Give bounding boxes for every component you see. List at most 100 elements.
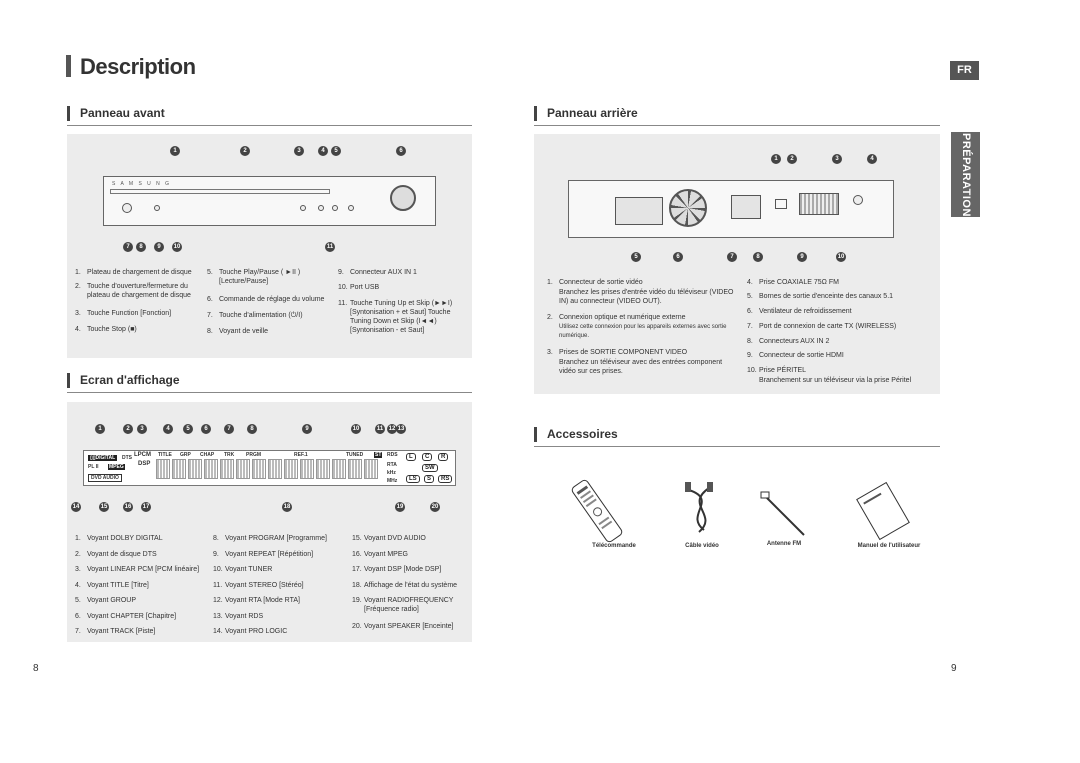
item-num: 1.	[75, 535, 81, 542]
indicator-title: TITLE	[158, 452, 172, 458]
indicator-dolby: ▯▯DIGITAL	[88, 455, 118, 461]
item-text: Voyant DVD AUDIO	[364, 535, 426, 542]
display-legend: 1. Voyant DOLBY DIGITAL 2. Voyant de disqu…	[67, 524, 472, 642]
item-text: Touche d'alimentation (⏻/I)	[219, 312, 303, 319]
callout-20: 20	[430, 502, 440, 512]
display-legend-col1: 1. Voyant DOLBY DIGITAL 2. Voyant de disqu…	[75, 534, 205, 639]
callout-1: 1	[95, 424, 105, 434]
callout-2: 2	[240, 146, 250, 156]
accessory-label-fm-antenna: Antenne FM	[766, 541, 802, 547]
section-accent-bar	[67, 106, 70, 121]
stop-button-drawing	[318, 205, 324, 211]
indicator-lpcm: LPCM	[134, 452, 151, 458]
rear-legend-col2: 4.Prise COAXIALE 75Ω FM 5.Bornes de sort…	[747, 278, 937, 388]
item-num: 2.	[75, 551, 81, 558]
callout-13: 13	[396, 424, 406, 434]
item-text: Touche Function [Fonction]	[87, 310, 172, 317]
language-badge: FR	[950, 61, 979, 80]
section-accent-bar	[67, 373, 70, 388]
item-num: 8.	[207, 328, 213, 335]
item-text: Commande de réglage du volume	[219, 296, 325, 303]
section-header-display: Ecran d'affichage	[67, 371, 472, 393]
callout-3: 3	[137, 424, 147, 434]
item-num: 7.	[207, 312, 213, 319]
item-num: 18.	[352, 582, 362, 589]
callout-6: 6	[201, 424, 211, 434]
volume-dial	[390, 185, 416, 211]
indicator-rds: RDS	[387, 452, 398, 458]
chapter-tab: PRÉPARATION	[951, 132, 980, 217]
callout-5: 5	[183, 424, 193, 434]
rear-legend-col1: 1.Connecteur de sortie vidéo Branchez le…	[547, 278, 737, 388]
display-legend-col3: 15.Voyant DVD AUDIO 16.Voyant MPEG 17.Vo…	[352, 534, 470, 639]
callout-11: 11	[375, 424, 385, 434]
section-title-front: Panneau avant	[80, 106, 165, 120]
item-num: 3.	[547, 349, 553, 356]
callout-12: 12	[387, 424, 397, 434]
item-text: Port USB	[350, 284, 380, 291]
item-num: 8.	[213, 535, 219, 542]
item-text: Connecteurs AUX IN 2	[759, 338, 830, 345]
item-text: Voyant de disque DTS	[87, 551, 157, 558]
section-title-display: Ecran d'affichage	[80, 373, 180, 387]
disc-tray	[110, 189, 330, 194]
item-num: 5.	[75, 597, 81, 604]
segment-digit	[316, 459, 330, 479]
callout-7: 7	[727, 252, 737, 262]
item-text: Voyant de veille	[219, 328, 269, 335]
callout-3: 3	[294, 146, 304, 156]
item-num: 3.	[75, 566, 81, 573]
item-num: 1.	[547, 279, 553, 286]
speaker-l: L	[406, 453, 416, 461]
item-num: 9.	[747, 352, 753, 359]
speaker-c: C	[422, 453, 433, 461]
indicator-rta: RTA	[387, 462, 397, 468]
segment-digit	[156, 459, 170, 479]
item-text: Voyant TITLE [Titre]	[87, 582, 149, 589]
item-text: Voyant PROGRAM [Programme]	[225, 535, 327, 542]
item-num: 2.	[547, 314, 553, 321]
callout-6: 6	[673, 252, 683, 262]
callout-17: 17	[141, 502, 151, 512]
callout-10: 10	[172, 242, 182, 252]
indicator-trk: TRK	[224, 452, 235, 458]
accessories-area: Télécommande Câble vidéo Antenne FM Manu…	[534, 460, 940, 560]
vfd-display-drawing: ▯▯DIGITAL DTS LPCM DSP PL II MPEG DVD AU…	[83, 450, 456, 486]
aux-jack-drawing	[154, 205, 160, 211]
tuning-button-drawing	[348, 205, 354, 211]
accessory-label-manual: Manuel de l'utilisateur	[857, 543, 921, 549]
rear-panel-legend: 1.Connecteur de sortie vidéo Branchez le…	[534, 270, 940, 394]
callout-19: 19	[395, 502, 405, 512]
item-text: Voyant PRO LOGIC	[225, 628, 288, 635]
item-num: 14.	[213, 628, 223, 635]
item-text: Voyant DOLBY DIGITAL	[87, 535, 163, 542]
speaker-rs: RS	[438, 475, 453, 483]
callout-18: 18	[282, 502, 292, 512]
item-num: 10.	[213, 566, 223, 573]
section-title-rear: Panneau arrière	[547, 106, 638, 120]
callout-5: 5	[631, 252, 641, 262]
front-legend-col1: 1.Plateau de chargement de disque 2.Touc…	[75, 268, 205, 358]
item-num: 6.	[207, 296, 213, 303]
title-accent-bar	[66, 55, 71, 77]
section-accent-bar	[534, 106, 537, 121]
speaker-ls: LS	[406, 475, 420, 483]
callout-7: 7	[224, 424, 234, 434]
fm-antenna-image	[760, 491, 805, 536]
callout-7: 7	[123, 242, 133, 252]
item-text: Touche Tuning Up et Skip (►►I) [Syntonis…	[350, 300, 453, 334]
scart-port	[799, 193, 839, 215]
item-num: 5.	[207, 269, 213, 276]
indicator-grp: GRP	[180, 452, 191, 458]
callout-8: 8	[753, 252, 763, 262]
segment-digit	[300, 459, 314, 479]
item-num: 8.	[747, 338, 753, 345]
segment-digit	[252, 459, 266, 479]
item-text: Prise COAXIALE 75Ω FM	[759, 279, 839, 286]
callout-8: 8	[136, 242, 146, 252]
callout-1: 1	[170, 146, 180, 156]
speaker-r: R	[438, 453, 449, 461]
callout-15: 15	[99, 502, 109, 512]
item-num: 6.	[747, 308, 753, 315]
page-number-left: 8	[33, 663, 39, 674]
